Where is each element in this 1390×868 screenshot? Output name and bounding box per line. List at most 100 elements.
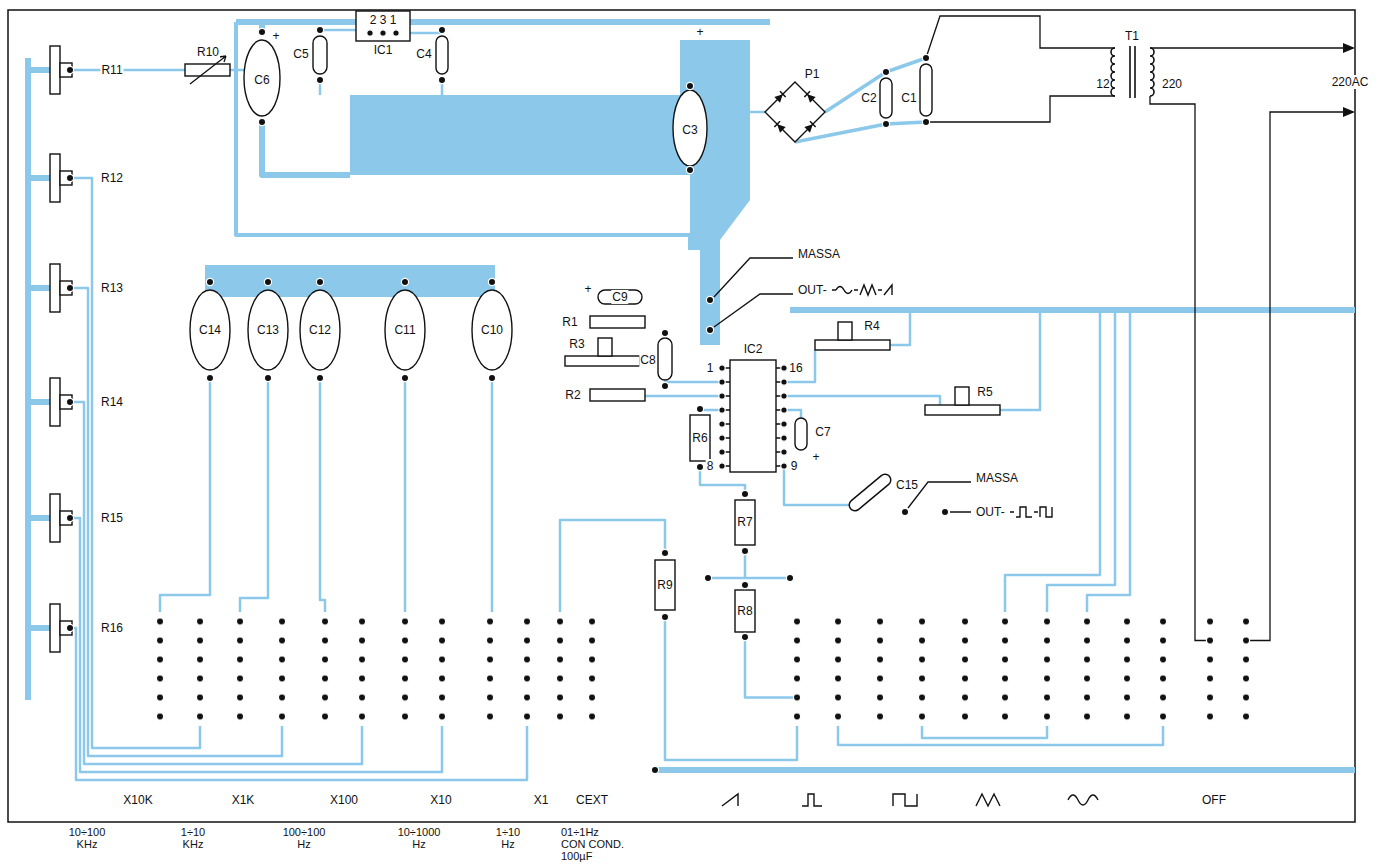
range-switch-label: X10 [429,793,452,807]
wire [1150,48,1345,641]
switch-pads [1122,612,1132,726]
switch-pads [357,612,367,726]
bridge-rectifier-symbol [804,91,810,97]
test-point-label: OUT- [797,283,828,297]
solder-pad [719,393,725,399]
capacitor-symbol [880,78,892,118]
range-note: 10÷100 KHz [63,826,111,850]
switch-pads [155,612,165,726]
solder-pad [316,374,323,381]
resistor-label: R2 [564,388,581,402]
switch-pads [1042,612,1052,726]
test-point-label: MASSA [797,247,841,261]
resistor-symbol [925,405,1000,415]
resistor-symbol [190,56,226,84]
ic-symbol [722,368,784,466]
solder-pad [66,284,73,291]
wire [1343,43,1355,53]
waveform-symbol [1010,507,1052,517]
solder-pad [781,379,787,385]
capacitor-label: C15 [895,478,919,492]
range-switch-label: X100 [329,793,359,807]
resistor-symbol [50,46,1000,652]
capacitor-symbol [598,290,642,304]
switch-pads [917,612,927,726]
capacitor-label: C5 [292,47,309,61]
resistor-symbol [565,356,640,366]
capacitor-symbol [244,40,280,116]
bridge-rectifier-symbol [804,121,815,132]
ic-symbol [356,11,410,41]
solder-pad [488,374,495,381]
resistor-symbol [590,389,645,401]
capacitor-symbol [795,418,807,450]
solder-pad [401,278,408,285]
solder-pad [661,613,668,620]
test-point-label: OUT- [975,505,1006,519]
solder-pad [741,581,748,588]
solder-pad [882,120,889,127]
solder-pad [66,174,73,181]
solder-pad [438,76,445,83]
range-note: 01÷1Hz CON COND. 100µF [560,826,626,862]
solder-pad [66,624,73,631]
capacitor-symbol [920,64,932,116]
waveform-symbol [802,794,822,806]
resistor-symbol [955,387,969,405]
resistor-label: R12 [100,171,124,185]
bridge-label: P1 [804,67,821,81]
resistor-label: R16 [100,621,124,635]
capacitor-label: C7 [814,425,831,439]
waveform-symbol [976,794,1000,806]
copper-trace [74,518,442,772]
board-outline [8,10,1355,822]
switch-pads [1241,612,1251,726]
resistor-symbol [50,46,60,94]
bridge-rectifier-symbol [774,121,785,132]
switch-pads [960,612,970,726]
ic-symbol [730,360,776,472]
range-switch-label: CEXT [575,793,609,807]
solder-pad [66,398,73,405]
solder-pad [696,405,703,412]
solder-pad [401,374,408,381]
capacitor-symbol [248,290,288,370]
solder-pad [438,26,445,33]
resistor-label: R11 [100,63,123,77]
solder-pad [719,407,725,413]
resistor-label: R9 [656,578,673,592]
solder-pad [367,30,373,36]
switch-pads [277,612,287,726]
polarity-mark: + [271,29,280,43]
bridge-rectifier-symbol [774,91,785,102]
polarity-mark: + [695,25,704,39]
range-switch-label: X1 [533,793,550,807]
solder-pad [704,574,711,581]
copper-trace [74,178,200,748]
switch-pads [587,612,597,726]
capacitor-label: C8 [639,353,656,367]
capacitor-label: C3 [681,123,698,137]
ic-symbol [356,11,784,472]
range-note: 1÷10 Hz [490,826,526,850]
polarity-mark: + [583,282,592,296]
resistor-symbol [50,378,60,426]
trimmer-label: R10 [196,45,220,59]
transformer-label: T1 [1124,29,1140,43]
resistor-symbol [735,590,755,632]
polarity-mark: + [811,450,820,464]
capacitor-symbol [385,290,425,370]
solder-pad [781,407,787,413]
bridge-rectifier-symbol [774,121,780,127]
solder-pad [264,278,271,285]
solder-pad [706,296,713,303]
capacitor-label: C6 [253,73,270,87]
waveform-symbol [893,794,917,806]
solder-pad [380,30,386,36]
switch-pads [195,612,205,726]
wire [714,258,793,327]
switch-pads [1082,612,1092,726]
solder-pad [651,766,658,773]
resistor-symbol [50,154,60,202]
waveform-symbol [722,285,1098,806]
